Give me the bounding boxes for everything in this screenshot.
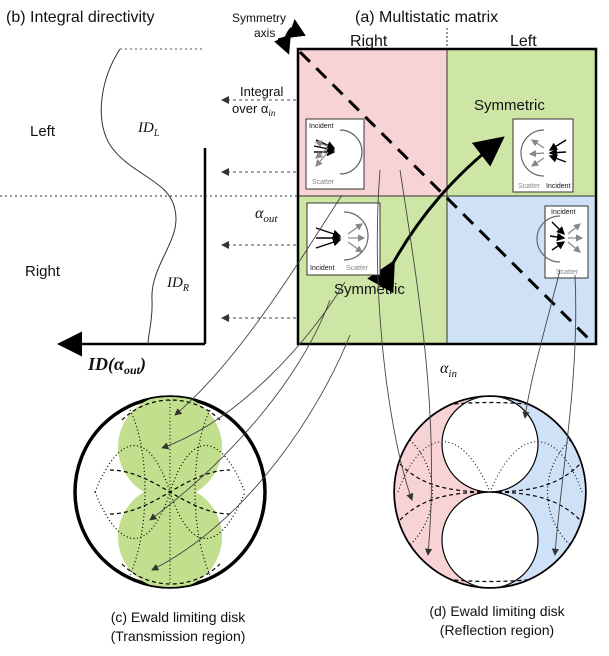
col-left-label: Left [510, 33, 537, 50]
caption-c-line2: (Transmission region) [111, 628, 246, 644]
svg-text:Incident: Incident [551, 209, 576, 216]
caption-d-line1: (d) Ewald limiting disk [429, 603, 565, 619]
matrix-border [296, 47, 598, 346]
symmetric-label-bottom: Symmetric [334, 281, 405, 298]
svg-text:Scatter: Scatter [312, 179, 335, 186]
integral-label-2: over αin [232, 101, 276, 118]
connector-lines [149, 169, 577, 571]
ewald-disk-transmission [73, 395, 267, 589]
inset-incident-scatter-2: Scatter Incident [512, 118, 574, 193]
symmetric-double-arrow [367, 136, 505, 294]
symmetry-axis-label-1: Symmetry [232, 11, 286, 25]
panel-a-title: (a) Multistatic matrix [355, 9, 498, 26]
alpha-out-label: αout [255, 205, 278, 225]
inset-incident-scatter-4: Incident Scatter [536, 205, 589, 279]
symmetric-label-top: Symmetric [474, 97, 545, 114]
directivity-curve [100, 48, 177, 345]
svg-text:Scatter: Scatter [556, 269, 579, 276]
panel-b-title: (b) Integral directivity [6, 9, 155, 26]
left-label: Left [30, 123, 56, 140]
id-right-label: IDR [166, 275, 189, 294]
svg-text:Scatter: Scatter [346, 265, 369, 272]
svg-text:Incident: Incident [309, 123, 334, 130]
alpha-in-label: αin [440, 360, 457, 380]
id-axis-label: ID(αout) [87, 354, 146, 377]
caption-d-line2: (Reflection region) [440, 622, 554, 638]
svg-text:Incident: Incident [310, 265, 335, 272]
right-label: Right [25, 263, 61, 280]
symmetry-rotate-arrow-b [274, 26, 294, 55]
col-right-label: Right [350, 33, 388, 50]
integral-label-1: Integral [240, 84, 283, 99]
svg-text:Scatter: Scatter [518, 183, 541, 190]
inset-incident-scatter-1: Incident Scatter [305, 118, 365, 190]
caption-c-line1: (c) Ewald limiting disk [111, 609, 247, 625]
svg-text:Incident: Incident [546, 183, 571, 190]
ewald-disk-reflection [393, 395, 587, 589]
symmetry-axis-label-2: axis [254, 26, 275, 40]
id-left-label: IDL [137, 120, 160, 139]
inset-incident-scatter-3: Incident Scatter [306, 202, 381, 276]
